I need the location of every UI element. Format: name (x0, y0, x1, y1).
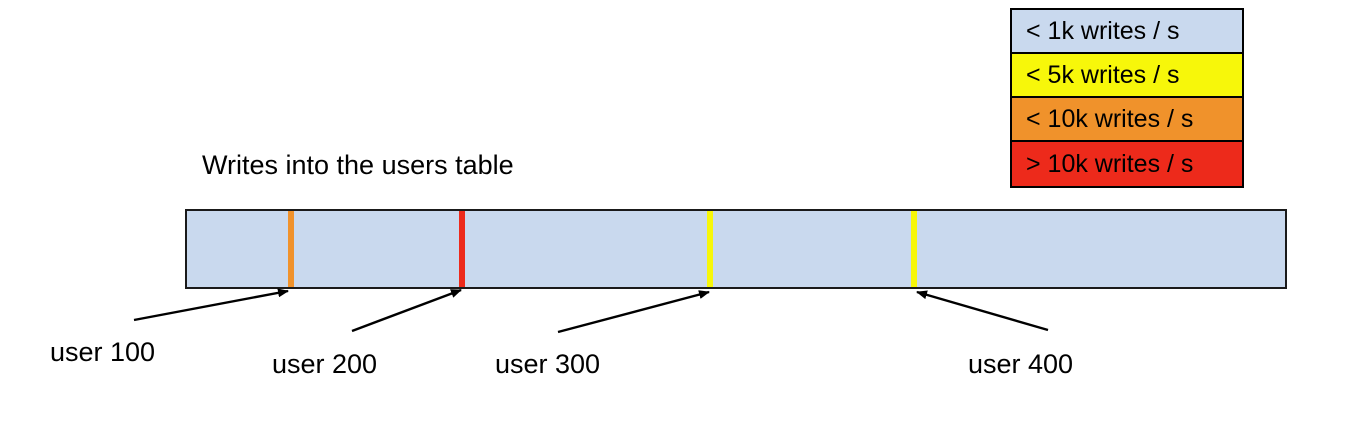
legend-label-over-10k: > 10k writes / s (1026, 149, 1194, 178)
chart-title: Writes into the users table (202, 150, 514, 180)
leader-arrow-user-200 (351, 288, 462, 333)
legend-row-under-10k: < 10k writes / s (1012, 98, 1242, 142)
boundary-marker-user-100 (288, 211, 294, 287)
legend-row-over-10k: > 10k writes / s (1012, 142, 1242, 186)
users-table-bar (185, 209, 1287, 289)
boundary-label-user-100: user 100 (50, 337, 156, 367)
boundary-marker-user-300 (707, 211, 713, 287)
boundary-label-user-200: user 200 (272, 349, 378, 379)
legend-row-under-1k: < 1k writes / s (1012, 10, 1242, 54)
boundary-marker-user-200 (459, 211, 465, 287)
leader-arrow-user-300 (557, 290, 710, 334)
legend-label-under-10k: < 10k writes / s (1026, 104, 1194, 133)
leader-arrow-user-100 (133, 288, 289, 322)
write-rate-legend: < 1k writes / s < 5k writes / s < 10k wr… (1010, 8, 1244, 188)
boundary-label-user-300: user 300 (495, 349, 601, 379)
boundary-marker-user-400 (911, 211, 917, 287)
legend-row-under-5k: < 5k writes / s (1012, 54, 1242, 98)
leader-arrow-user-400 (916, 290, 1049, 332)
legend-label-under-5k: < 5k writes / s (1026, 60, 1180, 89)
legend-label-under-1k: < 1k writes / s (1026, 16, 1180, 45)
boundary-label-user-400: user 400 (968, 349, 1074, 379)
